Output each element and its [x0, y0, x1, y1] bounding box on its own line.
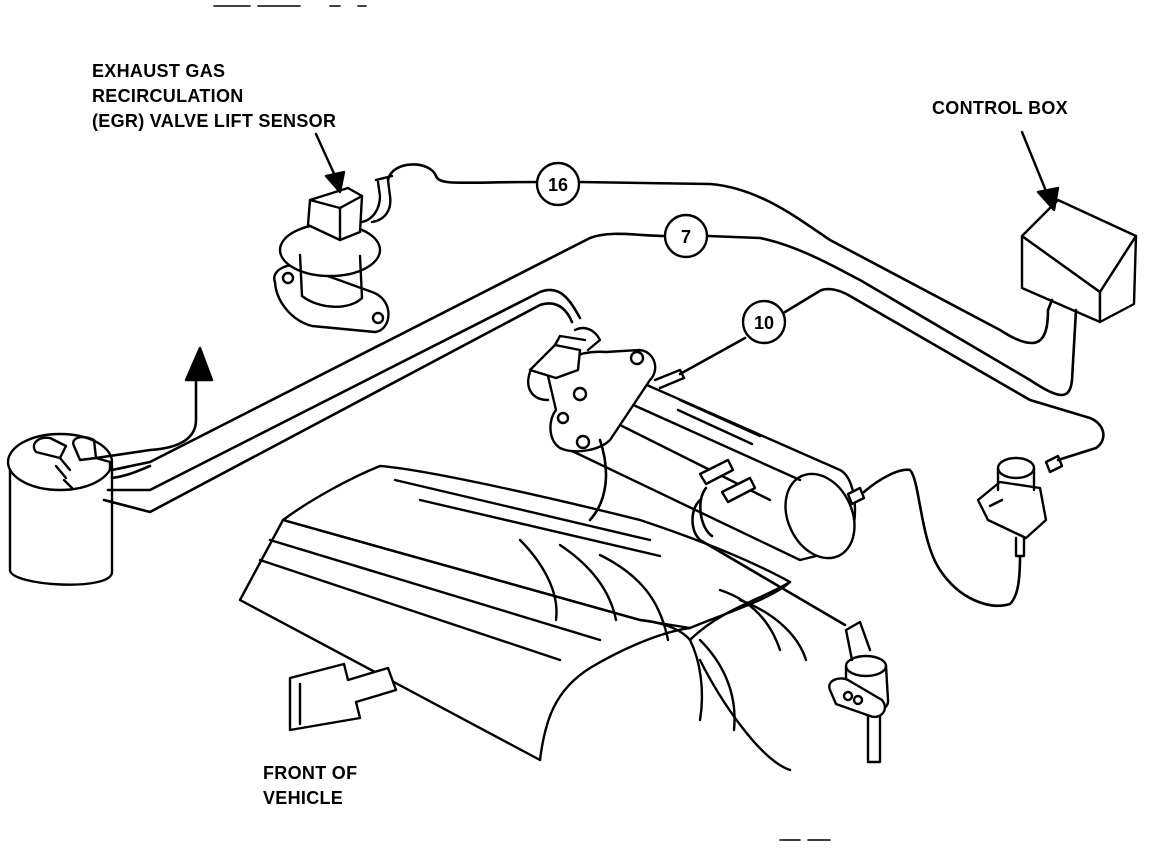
egr-label-line3: (EGR) VALVE LIFT SENSOR — [92, 111, 337, 131]
hose-badge-7: 7 — [663, 213, 709, 259]
charcoal-canister — [6, 432, 114, 586]
egr-label-line2: RECIRCULATION — [92, 86, 244, 106]
throttle-body — [527, 326, 866, 562]
up-arrow-icon — [184, 346, 214, 382]
bottom-valve — [828, 620, 890, 764]
front-label-line2: VEHICLE — [263, 788, 344, 808]
hose-badge-16: 16 — [535, 161, 581, 207]
front-direction-arrow-icon — [288, 662, 398, 732]
vacuum-hoses — [94, 163, 1105, 627]
egr-pointer-arrow — [314, 132, 346, 194]
control-box-label: CONTROL BOX — [932, 98, 1068, 118]
egr-label-line1: EXHAUST GAS — [92, 61, 226, 81]
egr-valve-lift-sensor — [273, 174, 394, 334]
solenoid-valve-right — [976, 454, 1064, 558]
front-label-line1: FRONT OF — [263, 763, 358, 783]
hose-number-10: 10 — [754, 313, 774, 333]
control-box — [1020, 198, 1138, 324]
intake-manifold — [238, 464, 808, 772]
hose-number-7: 7 — [681, 227, 691, 247]
egr-label: EXHAUST GAS RECIRCULATION (EGR) VALVE LI… — [92, 59, 336, 134]
front-of-vehicle-label: FRONT OF VEHICLE — [263, 761, 357, 811]
header-artifact — [213, 5, 831, 841]
control-box-pointer-arrow — [1020, 130, 1060, 212]
hose-badge-10: 10 — [741, 299, 787, 345]
hose-number-16: 16 — [548, 175, 568, 195]
